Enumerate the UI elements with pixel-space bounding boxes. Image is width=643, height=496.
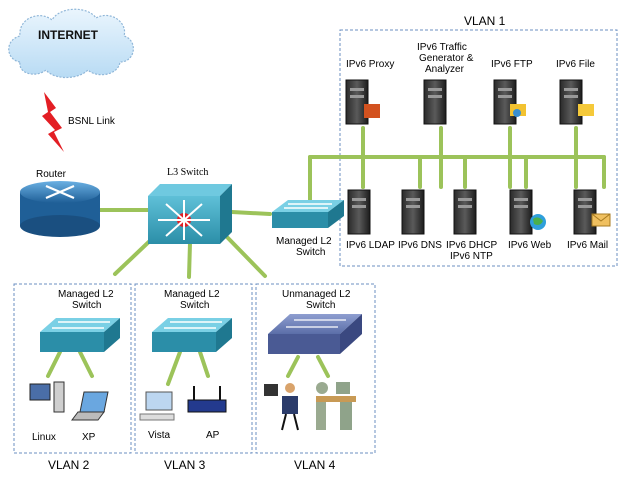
vlan4-switch-label-line2: Switch: [306, 300, 336, 311]
bsnl-link-bolt-icon: [42, 92, 64, 152]
user-workstation-icon-1: [264, 383, 299, 431]
vlan3-switch-label-line1: Managed L2: [164, 289, 220, 300]
vista-desktop-icon: [139, 391, 175, 421]
server-file-icon: [559, 79, 594, 125]
server-traffic-label-line3: Analyzer: [425, 64, 464, 75]
linux-desktop-icon: [29, 381, 65, 413]
internet-cloud-icon: [8, 8, 134, 79]
xp-laptop-icon: [71, 391, 109, 421]
bsnl-link-label: BSNL Link: [68, 116, 115, 127]
vlan4-switch-label-line1: Unmanaged L2: [282, 289, 351, 300]
server-dhcp-label: IPv6 DHCP: [446, 240, 498, 251]
vlan2-host1-label: Linux: [32, 432, 56, 443]
l3-switch-label: L3 Switch: [167, 167, 209, 178]
server-dns-label: IPv6 DNS: [398, 240, 442, 251]
router-label: Router: [36, 169, 67, 180]
server-traffic-generator-icon: [423, 79, 447, 125]
server-ftp-label: IPv6 FTP: [491, 59, 533, 70]
vlan2-title: VLAN 2: [48, 458, 90, 472]
server-proxy-label: IPv6 Proxy: [346, 59, 395, 70]
vlan2-host2-label: XP: [82, 432, 96, 443]
vlan3-switch-label-line2: Switch: [180, 300, 210, 311]
core-switch-label-line2: Switch: [296, 247, 326, 258]
vlan2-switch-label-line2: Switch: [72, 300, 102, 311]
vlan2-switch-label-line1: Managed L2: [58, 289, 114, 300]
vlan1-box: [339, 29, 618, 267]
vlan4-unmanaged-switch-icon: [268, 314, 362, 354]
server-ftp-icon: [493, 79, 526, 125]
vlan3-title: VLAN 3: [164, 458, 206, 472]
router-icon: [20, 181, 100, 237]
server-ntp-label: IPv6 NTP: [450, 251, 493, 262]
server-mail-icon: [573, 189, 611, 235]
server-proxy-icon: [345, 79, 380, 125]
vlan2-box: [13, 283, 132, 454]
server-dhcp-ntp-icon: [453, 189, 477, 235]
vlan2-switch-icon: [40, 318, 120, 352]
server-dns-icon: [401, 189, 425, 235]
vlan4-title: VLAN 4: [294, 458, 336, 472]
internet-label: INTERNET: [38, 28, 98, 42]
server-file-label: IPv6 File: [556, 59, 595, 70]
server-traffic-label-line2: Generator &: [419, 53, 474, 64]
server-mail-label: IPv6 Mail: [567, 240, 609, 251]
core-switch-label-line1: Managed L2: [276, 236, 332, 247]
vlan3-host1-label: Vista: [148, 430, 171, 441]
vlan4-box: [255, 283, 376, 454]
vlan3-host2-label: AP: [206, 430, 220, 441]
l3-switch-icon: [148, 184, 232, 244]
user-workstation-icon-2: [316, 382, 356, 430]
server-ldap-label: IPv6 LDAP: [346, 240, 395, 251]
server-traffic-label-line1: IPv6 Traffic: [417, 42, 467, 53]
server-ldap-icon: [347, 189, 371, 235]
core-managed-l2-switch-icon: [272, 200, 344, 228]
vlan3-switch-icon: [152, 318, 232, 352]
server-web-icon: [509, 189, 546, 235]
vlan3-box: [134, 283, 253, 454]
server-web-label: IPv6 Web: [508, 240, 552, 251]
vlan1-title: VLAN 1: [464, 14, 506, 28]
wireless-ap-icon: [187, 386, 227, 413]
